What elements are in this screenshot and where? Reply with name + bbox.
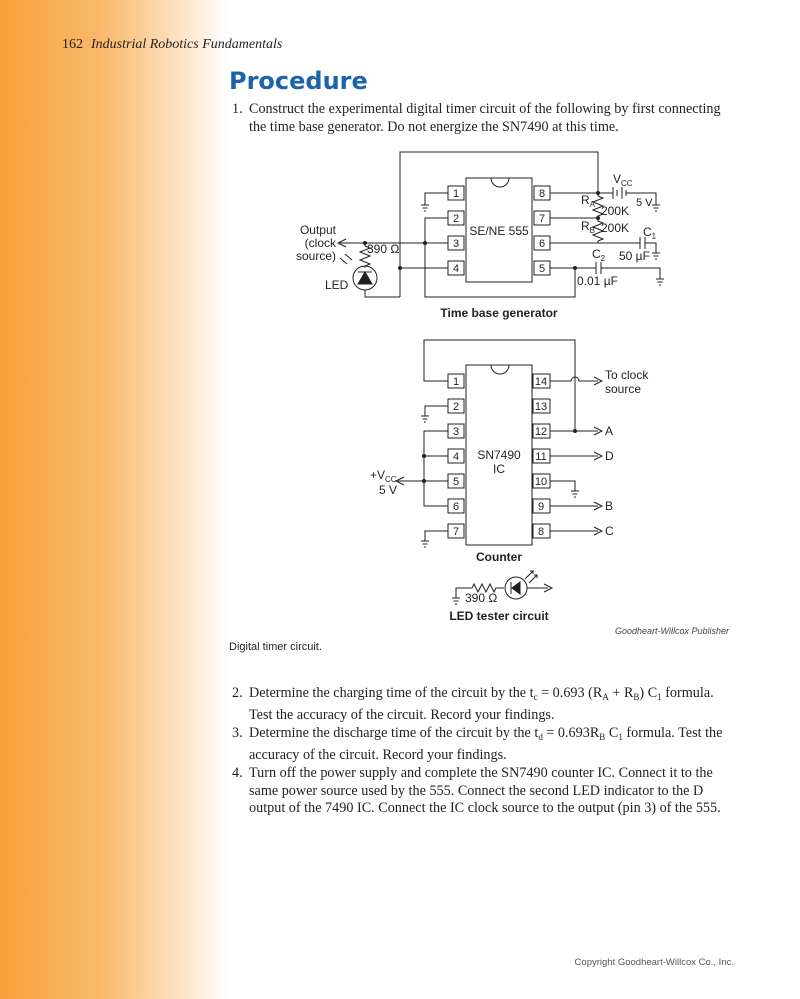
pin-7490-1: 1	[453, 376, 459, 388]
vcc-label: VCC	[613, 172, 633, 188]
led-tester-resistor-label: 390 Ω	[465, 591, 497, 605]
ic-7490-name-1: SN7490	[477, 448, 521, 462]
procedure-steps-bottom: 2.Determine the charging time of the cir…	[232, 685, 739, 819]
ra-value: 200K	[601, 204, 629, 218]
pin-7490-9: 9	[538, 501, 544, 513]
ra-label: RA	[581, 193, 596, 209]
wires-7490	[394, 339, 604, 548]
pin-7490-11: 11	[535, 451, 546, 463]
page-number: 162	[62, 37, 83, 52]
pin-555-5: 5	[539, 263, 545, 275]
led-tester-label: LED tester circuit	[449, 609, 548, 623]
figure-credit: Goodheart-Willcox Publisher	[615, 626, 729, 636]
figure-caption: Digital timer circuit.	[229, 641, 322, 653]
pin-7490-5: 5	[453, 476, 459, 488]
book-title: Industrial Robotics Fundamentals	[91, 37, 283, 52]
pin-7490-7: 7	[453, 526, 459, 538]
time-base-generator-label: Time base generator	[440, 306, 557, 320]
ic-7490-body	[465, 364, 533, 546]
c1-label: C1	[643, 225, 657, 241]
pin-555-7: 7	[539, 213, 545, 225]
c2-value: 0.01 µF	[577, 274, 618, 288]
led-label: LED	[325, 278, 349, 292]
output-c-label: C	[605, 524, 614, 538]
pin-7490-12: 12	[535, 426, 547, 438]
output-d-label: D	[605, 449, 614, 463]
step-4: 4.Turn off the power supply and complete…	[232, 765, 721, 816]
rb-value: 200K	[601, 221, 629, 235]
output-a-label: A	[605, 424, 613, 438]
pin-555-3: 3	[453, 238, 459, 250]
output-label-1: Output	[300, 223, 337, 237]
output-b-label: B	[605, 499, 613, 513]
vcc2-value: 5 V	[379, 483, 397, 497]
c1-value: 50 µF	[619, 249, 650, 263]
pin-555-6: 6	[539, 238, 545, 250]
step-2: 2.Determine the charging time of the cir…	[232, 685, 714, 723]
pin-7490-10: 10	[535, 476, 547, 488]
pin-7490-14: 14	[535, 376, 547, 388]
copyright-footer: Copyright Goodheart-Willcox Co., Inc.	[574, 957, 734, 968]
ic-555-body	[465, 177, 533, 283]
pin-7490-2: 2	[453, 401, 459, 413]
pin-7490-3: 3	[453, 426, 459, 438]
resistor-390-label: 390 Ω	[367, 242, 399, 256]
wires-555	[336, 151, 664, 298]
counter-label: Counter	[476, 550, 522, 564]
ic-555-name: SE/NE 555	[469, 224, 529, 238]
section-heading: Procedure	[229, 67, 368, 95]
pin-7490-4: 4	[453, 451, 459, 463]
procedure-steps-top: 1.Construct the experimental digital tim…	[232, 101, 739, 137]
output-label-2: (clock	[305, 236, 337, 250]
vcc2-label: +VCC	[370, 468, 397, 484]
side-color-band	[0, 0, 228, 999]
c2-label: C2	[592, 247, 606, 263]
pin-7490-8: 8	[538, 526, 544, 538]
pin-7490-13: 13	[535, 401, 547, 413]
pin-7490-6: 6	[453, 501, 459, 513]
pin-555-1: 1	[453, 188, 459, 200]
rb-label: RB	[581, 219, 595, 235]
to-clock-label-2: source	[605, 382, 641, 396]
ic-7490-name-2: IC	[493, 462, 505, 476]
pin-555-4: 4	[453, 263, 459, 275]
pin-555-2: 2	[453, 213, 459, 225]
step-3: 3.Determine the discharge time of the ci…	[232, 725, 723, 763]
output-label-3: source)	[296, 249, 336, 263]
pin-555-8: 8	[539, 188, 545, 200]
supply-voltage: 5 V	[636, 197, 653, 209]
to-clock-label-1: To clock	[605, 368, 649, 382]
running-head: 162 Industrial Robotics Fundamentals	[62, 37, 282, 53]
led-tester-circuit	[452, 570, 554, 605]
step-1: 1.Construct the experimental digital tim…	[232, 101, 721, 135]
